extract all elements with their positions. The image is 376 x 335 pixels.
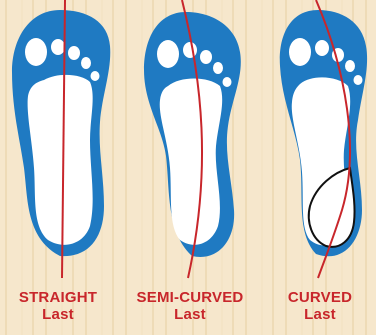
semi-curved-last-suffix: Last	[128, 306, 252, 323]
toe-3	[68, 46, 80, 60]
straight-last-suffix: Last	[0, 306, 120, 323]
toe-2	[183, 42, 197, 58]
toe-4	[345, 60, 355, 72]
curved-last-suffix: Last	[258, 306, 376, 323]
curved-last-name: CURVED	[258, 289, 376, 306]
toe-5	[354, 75, 363, 85]
toe-2	[51, 39, 65, 55]
semi-curved-last-label: SEMI-CURVED Last	[128, 289, 252, 323]
toe-4	[81, 57, 91, 69]
toe-4	[213, 62, 223, 74]
semi-curved-last-name: SEMI-CURVED	[128, 289, 252, 306]
big-toe	[157, 40, 179, 68]
toe-3	[200, 50, 212, 64]
toe-2	[315, 40, 329, 56]
toe-5	[91, 71, 100, 81]
big-toe	[289, 38, 311, 66]
big-toe	[25, 38, 47, 66]
straight-last-name: STRAIGHT	[0, 289, 120, 306]
curved-last-label: CURVED Last	[258, 289, 376, 323]
straight-insole	[28, 75, 93, 245]
straight-last-label: STRAIGHT Last	[0, 289, 120, 323]
toe-5	[223, 77, 232, 87]
